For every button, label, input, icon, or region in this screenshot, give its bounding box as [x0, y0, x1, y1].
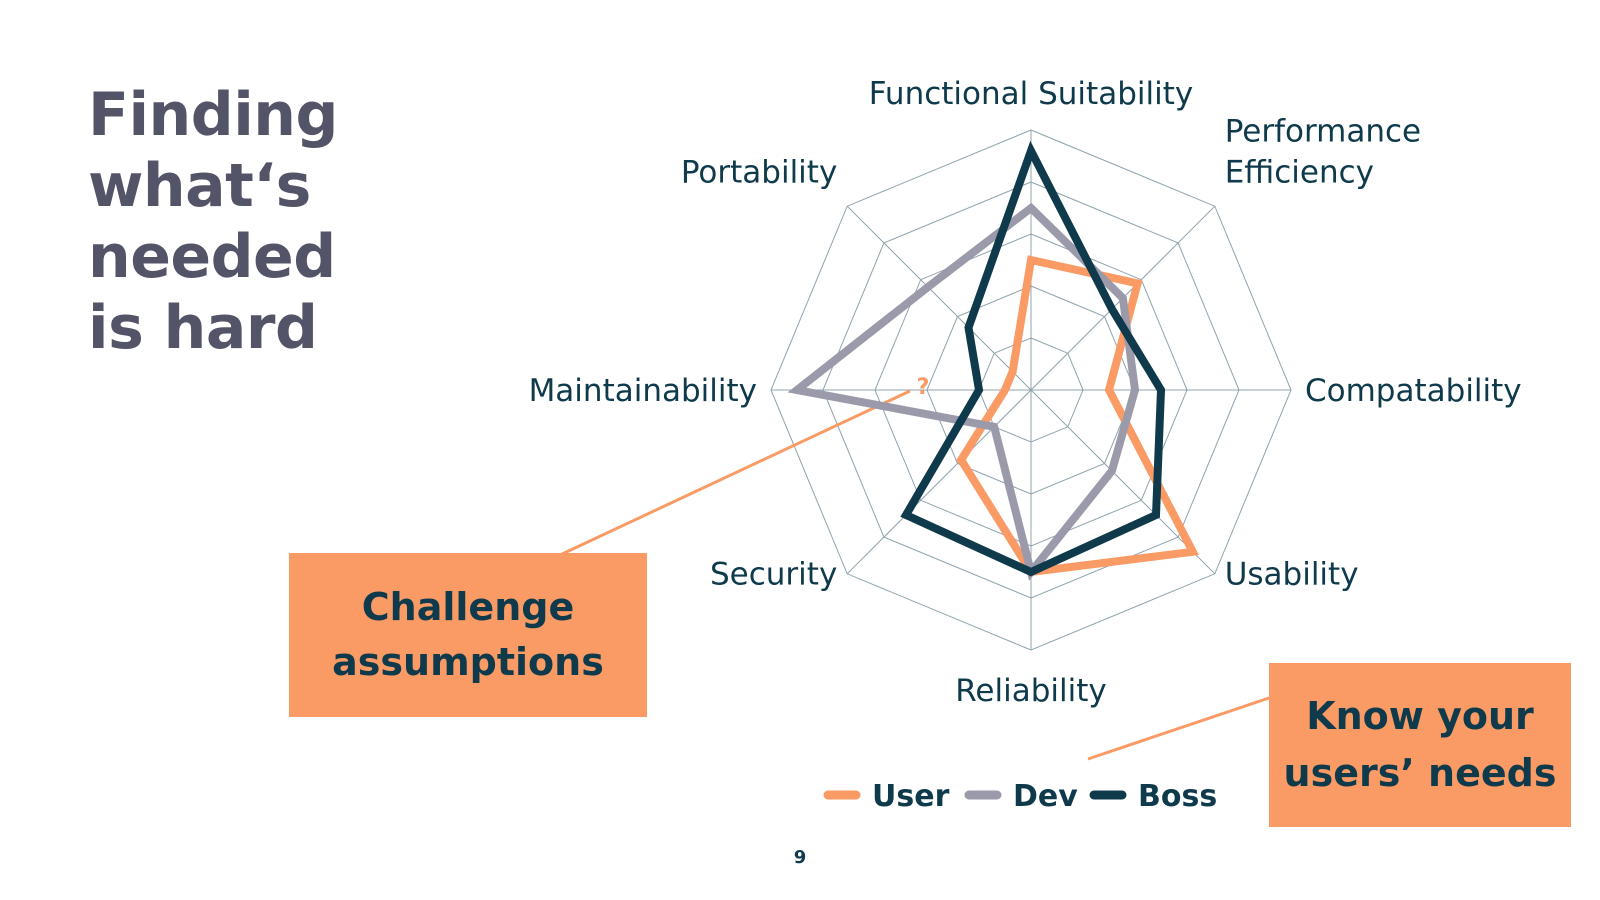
axis-label: Performance — [1225, 113, 1421, 149]
axis-label: Security — [710, 557, 837, 593]
legend-label: Dev — [1013, 779, 1078, 814]
legend-label: User — [872, 779, 950, 814]
slide-title-line: needed — [88, 222, 336, 292]
slide-title: Finding what‘s needed is hard — [88, 80, 428, 364]
slide-title-line: what‘s — [88, 151, 311, 221]
slide-title-line: is hard — [88, 293, 318, 363]
callout-line: users’ needs — [1283, 751, 1557, 795]
know-your-users-callout: Know your users’ needs — [1269, 663, 1571, 827]
callout-line: assumptions — [332, 640, 604, 684]
axis-labels: Functional SuitabilityPerformanceEfficie… — [529, 76, 1522, 709]
axis-label: Maintainability — [529, 373, 757, 409]
users-callout-line — [1087, 695, 1273, 761]
axis-label: Efficiency — [1225, 154, 1374, 190]
chart-legend: User Dev Boss — [823, 779, 1217, 814]
axis-label: Usability — [1225, 557, 1359, 593]
axis-label: Portability — [681, 154, 837, 190]
slide-title-line: Finding — [88, 80, 338, 150]
axis-label: Functional Suitability — [869, 76, 1193, 112]
challenge-assumptions-callout: Challenge assumptions — [289, 553, 647, 717]
axis-label: Reliability — [955, 673, 1106, 709]
callout-line: Know your — [1306, 694, 1534, 738]
series-boss-line — [900, 140, 1166, 577]
question-mark-marker: ? — [917, 375, 930, 400]
grid-spoke — [846, 205, 1032, 391]
challenge-callout-line — [559, 389, 911, 557]
callout-line: Challenge — [361, 585, 575, 629]
grid-spoke — [846, 389, 1032, 575]
radar-series — [787, 140, 1199, 581]
legend-label: Boss — [1138, 779, 1217, 814]
axis-label: Compatability — [1305, 373, 1522, 409]
callout-lines — [559, 389, 1273, 761]
page-number: 9 — [793, 847, 807, 868]
